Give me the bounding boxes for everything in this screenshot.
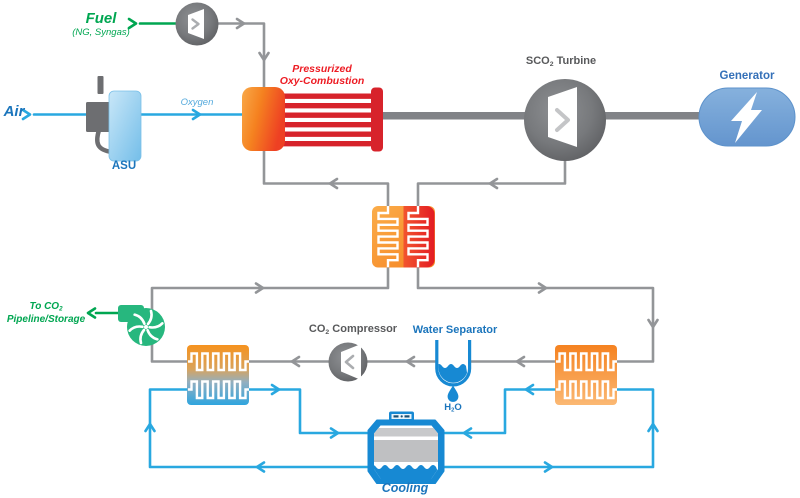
oxygen-label: Oxygen xyxy=(180,97,214,108)
co2-export-label-line2: Pipeline/Storage xyxy=(6,314,86,325)
combustor-label-line2: Oxy-Combustion xyxy=(279,75,365,87)
turbine-icon xyxy=(524,79,606,161)
asu-label: ASU xyxy=(111,160,137,172)
fuel-label: Fuel xyxy=(85,10,117,27)
gray-co2-pipes xyxy=(150,17,659,368)
cooling-tank-icon xyxy=(367,411,445,484)
cooling-label: Cooling xyxy=(381,481,429,495)
turbine-label: SCO2 Turbine xyxy=(525,55,597,68)
generator-label: Generator xyxy=(719,70,775,82)
turbine-shaft xyxy=(382,112,701,120)
cooler-heat-exchanger-icon xyxy=(555,345,617,405)
water-separator-label: Water Separator xyxy=(412,324,498,336)
co2-pump-swirl-icon xyxy=(118,305,165,346)
compressor-label: CO2 Compressor xyxy=(308,323,398,336)
fuel-blower-icon xyxy=(175,2,219,46)
green-fuel-export-lines xyxy=(86,17,179,319)
air-label: Air xyxy=(3,103,25,120)
asu-unit-icon xyxy=(86,76,142,162)
cooler-heat-exchanger-icon xyxy=(187,345,249,405)
recuperator-coil-icon xyxy=(372,206,435,268)
h2o-label: H2O xyxy=(444,402,462,414)
water-separator-vessel-icon xyxy=(435,340,472,387)
oxy-combustor-icon xyxy=(242,87,383,152)
co2-export-label-line1: To CO2 xyxy=(29,301,63,313)
water-drop-icon xyxy=(447,385,459,402)
fuel-detail-label: (NG, Syngas) xyxy=(72,27,130,38)
co2-compressor-icon xyxy=(328,342,368,382)
combustor-label-line1: Pressurized xyxy=(292,63,352,75)
generator-lightning-icon xyxy=(698,87,796,147)
blue-water-pipes xyxy=(21,108,659,473)
